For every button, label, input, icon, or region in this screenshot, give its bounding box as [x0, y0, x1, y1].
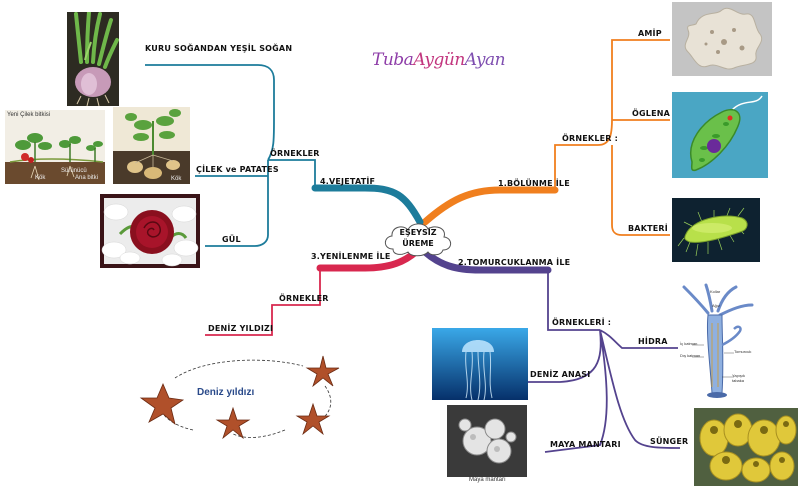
example-label-deniz-anasi: DENİZ ANASI — [530, 370, 591, 379]
branch-line-vejetatif — [311, 184, 424, 226]
example-label-sogan: KURU SOĞANDAN YEŞİL SOĞAN — [145, 44, 293, 53]
strawberry-caption-runner: Sürünücü — [61, 168, 87, 174]
strawberry-runner-image: Yeni Çilek bitkisi Sürünücü Kök Ana bitk… — [5, 110, 105, 184]
branch-line-tomurcuklanma — [421, 248, 552, 274]
euglena-image — [672, 92, 768, 178]
hydra-caption-arms: Kollar — [710, 289, 721, 294]
hydra-caption-mouth: Ağız — [712, 303, 721, 308]
example-label-amip: AMİP — [638, 29, 662, 38]
central-label-line1: EŞEYSİZ — [399, 228, 437, 237]
branch-line-bolunme — [421, 186, 559, 226]
brand-part3: Ayan — [464, 50, 506, 70]
example-label-bakteri: BAKTERİ — [628, 224, 668, 233]
sponge-image — [694, 408, 798, 486]
strawberry-caption-parent: Ana bitki — [75, 175, 99, 181]
example-label-sunger: SÜNGER — [650, 437, 689, 446]
onion-image — [67, 12, 119, 106]
hydra-caption-bud: Tomurcuk — [734, 349, 752, 354]
brand-logo: TubaAygünAyan — [372, 50, 506, 70]
brand-part2: Aygün — [413, 50, 465, 70]
jellyfish-image — [432, 328, 528, 400]
branch-title-tomurcuklanma: 2.TOMURCUKLANMA İLE — [458, 258, 571, 267]
yeast-caption: Maya mantarı — [469, 477, 506, 483]
central-node: EŞEYSİZ ÜREME — [381, 219, 455, 259]
yeast-image: Maya mantarı — [447, 405, 527, 485]
tomurcuklanma-examples-label: ÖRNEKLERİ : — [552, 318, 612, 327]
example-label-cilek-patates: ÇİLEK ve PATATES — [196, 165, 279, 174]
strawberry-caption-new-plant: Yeni Çilek bitkisi — [7, 112, 51, 118]
branch-line-bolunme-thin — [554, 39, 670, 236]
hydra-caption-base: Yapışık tabaka — [732, 373, 746, 383]
brand-part1: Tuba — [372, 50, 414, 70]
hydra-caption-inner: İç katman — [680, 341, 698, 346]
starfish-regeneration-image: Deniz yıldızı — [135, 350, 350, 445]
hydra-image: Kollar Ağız Tomurcuk İç katman Dış katma… — [678, 283, 758, 401]
rose-image — [100, 194, 200, 268]
example-label-gul: GÜL — [222, 235, 241, 244]
central-label-line2: ÜREME — [402, 239, 434, 248]
branch-line-tomurcuklanma-thin — [525, 270, 682, 453]
branch-title-vejetatif: 4.VEJETATİF — [320, 177, 376, 186]
example-label-hidra: HİDRA — [638, 337, 668, 346]
branch-line-yenilenme-thin — [205, 268, 321, 336]
example-label-maya-mantari: MAYA MANTARI — [550, 440, 621, 449]
vejetatif-examples-label: ÖRNEKLER — [270, 149, 320, 158]
potato-image: Kök — [113, 107, 190, 184]
yenilenme-examples-label: ÖRNEKLER — [279, 294, 329, 303]
example-label-oglena: ÖGLENA — [632, 109, 671, 118]
strawberry-caption-root: Kök — [35, 175, 46, 181]
amoeba-image — [672, 2, 772, 76]
hydra-caption-outer: Dış katman — [680, 353, 701, 358]
bacteria-image — [672, 198, 760, 262]
bolunme-examples-label: ÖRNEKLER : — [562, 134, 619, 143]
branch-line-vejetatif-thin — [145, 64, 316, 247]
example-label-deniz-yildizi: DENİZ YILDIZI — [208, 324, 274, 333]
branch-title-bolunme: 1.BÖLÜNME İLE — [498, 179, 570, 188]
starfish-caption: Deniz yıldızı — [197, 387, 255, 398]
branch-title-yenilenme: 3.YENİLENME İLE — [311, 252, 391, 261]
potato-caption-root: Kök — [171, 176, 182, 182]
cloud-shape — [384, 223, 452, 257]
